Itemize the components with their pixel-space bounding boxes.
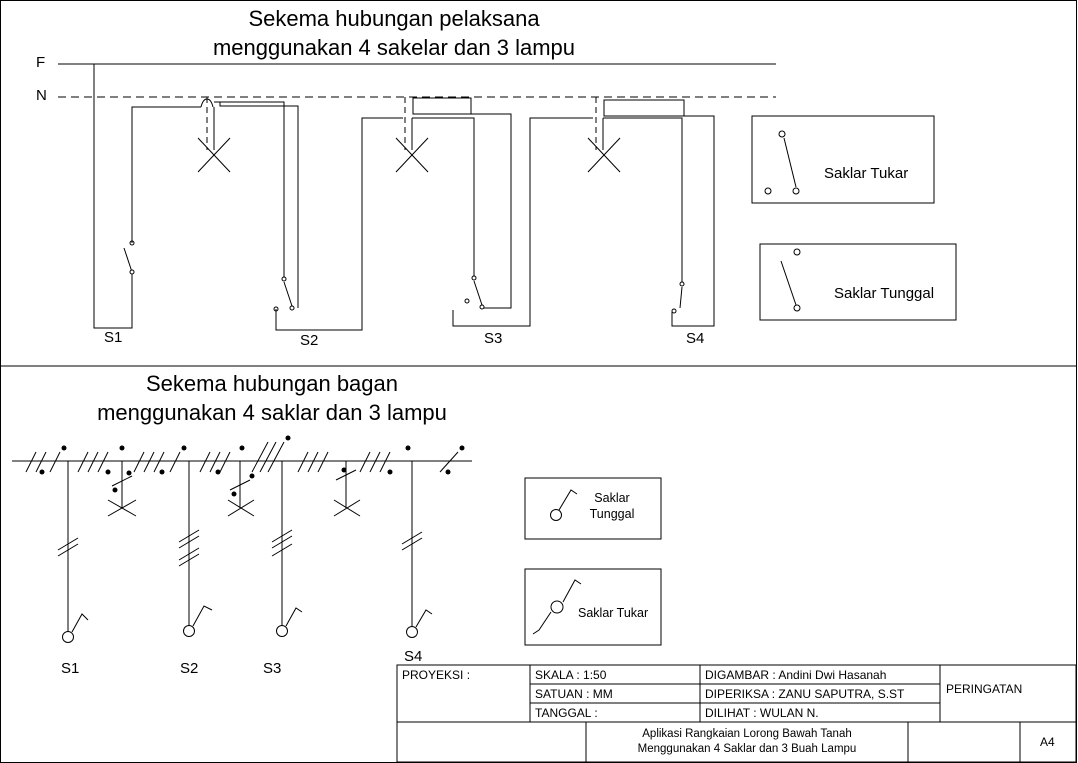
top-title-line2: menggunakan 4 sakelar dan 3 lampu (212, 35, 576, 60)
bus-switch-contacts (39, 435, 465, 475)
legend-diagram-single-line2: Tunggal (589, 507, 635, 521)
title-block-grid (396, 664, 1077, 763)
legend-diagram-single-line1: Saklar (594, 491, 630, 505)
switch-label-s1: S1 (104, 329, 123, 346)
diagram-branch-s2 (178, 461, 213, 637)
legend-single-switch (759, 243, 957, 321)
legend-changeover-label: Saklar Tukar (824, 165, 909, 182)
switch-s3-circuit (412, 113, 593, 327)
tb-digambar: DIGAMBAR : Andini Dwi Hasanah (705, 668, 887, 682)
switch-label-s3: S3 (484, 330, 503, 347)
legend-diagram-changeover-label: Saklar Tukar (578, 606, 649, 620)
lamp-2-icon (395, 97, 472, 173)
diagram-branch-s3 (271, 461, 303, 637)
diagram-switch-label-s3: S3 (263, 660, 282, 677)
bottom-title-line2: menggunakan 4 saklar dan 3 lampu (97, 400, 447, 425)
bottom-title-line1: Sekema hubungan bagan (146, 371, 398, 396)
legend-changeover-switch (751, 115, 935, 204)
line-n-label: N (36, 87, 47, 104)
switch-s4-circuit (603, 115, 715, 327)
legend-diagram-single-label: Saklar Tunggal (582, 490, 642, 522)
lamp-3-icon (587, 97, 685, 173)
tb-paper-size: A4 (1040, 735, 1055, 749)
tb-description: Aplikasi Rangkaian Lorong Bawah Tanah Me… (586, 727, 908, 757)
tb-skala: SKALA : 1:50 (535, 668, 607, 682)
diagram-lamp-2-icon (227, 461, 255, 517)
switch-s1-circuit (93, 64, 201, 329)
switch-label-s2: S2 (300, 332, 319, 349)
tb-satuan: SATUAN : MM (535, 687, 613, 701)
top-title: Sekema hubungan pelaksana menggunakan 4 … (168, 4, 620, 62)
line-f-label: F (36, 54, 46, 71)
tb-description-line1: Aplikasi Rangkaian Lorong Bawah Tanah (642, 728, 852, 740)
diagram-branch-s1 (57, 461, 89, 643)
diagram-branch-s4 (401, 461, 433, 638)
switch-label-s4: S4 (686, 330, 705, 347)
diagram-switch-label-s1: S1 (61, 660, 80, 677)
top-title-line1: Sekema hubungan pelaksana (248, 6, 540, 31)
tb-peringatan: PERINGATAN (946, 682, 1023, 696)
legend-diagram-single-switch (524, 477, 662, 540)
legend-diagram-changeover-switch (524, 568, 662, 646)
tb-dilihat: DILIHAT : WULAN N. (705, 706, 819, 720)
diagram-switch-label-s2: S2 (180, 660, 199, 677)
tb-diperiksa: DIPERIKSA : ZANU SAPUTRA, S.ST (705, 687, 905, 701)
switch-s2-circuit (214, 101, 403, 331)
lamp-1-icon (197, 97, 231, 173)
tb-description-line2: Menggunakan 4 Saklar dan 3 Buah Lampu (637, 743, 857, 755)
tb-proyeksi: PROYEKSI : (402, 668, 471, 682)
tb-tanggal: TANGGAL : (535, 706, 598, 720)
bus-conductor-marks (25, 441, 459, 473)
diagram-lamp-3-icon (333, 461, 361, 517)
diagram-switch-label-s4: S4 (404, 648, 423, 665)
legend-single-label: Saklar Tunggal (834, 285, 935, 302)
bottom-title: Sekema hubungan bagan menggunakan 4 sakl… (60, 369, 484, 427)
diagram-lamp-1-icon (107, 461, 137, 517)
